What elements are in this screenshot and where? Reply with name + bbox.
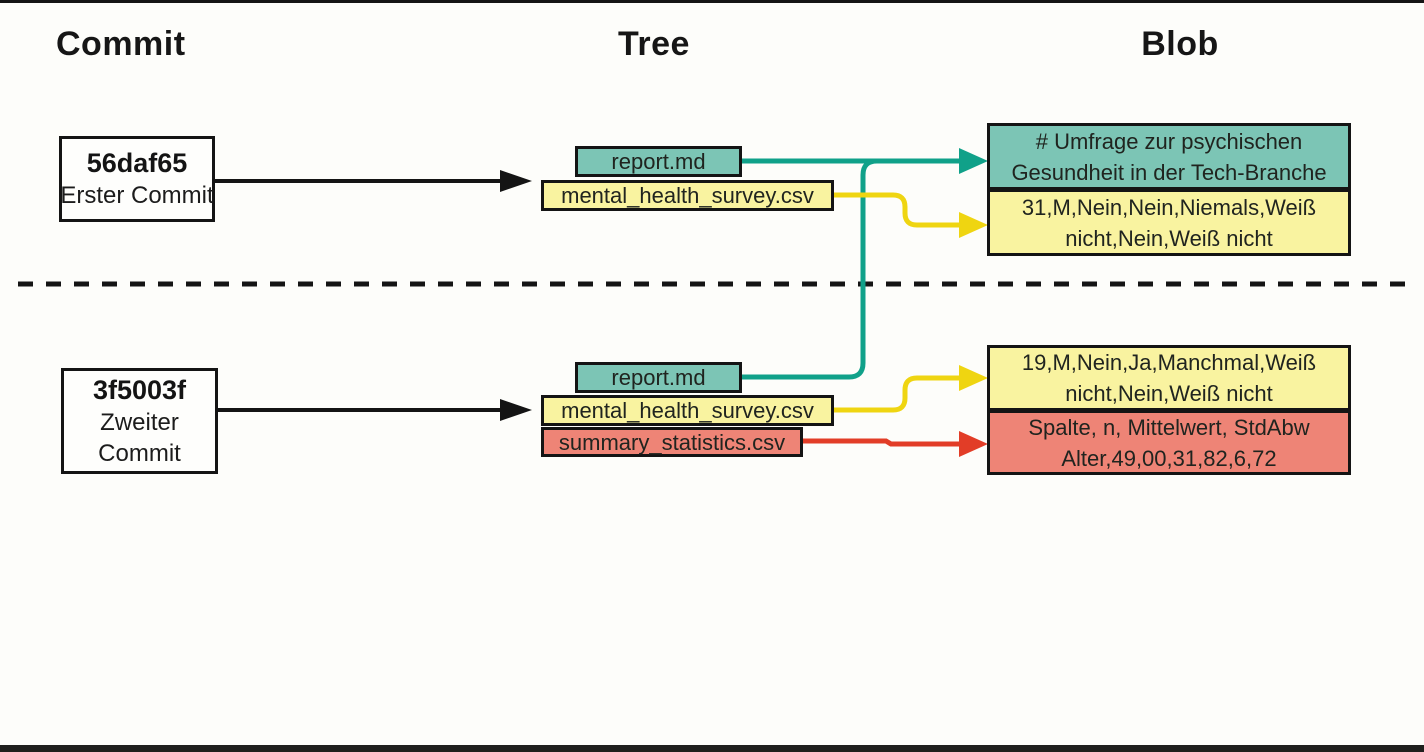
blob-report-line2: Gesundheit in der Tech-Branche [1011,159,1327,185]
tree2-entry-mental-health-survey-csv: mental_health_survey.csv [541,395,834,426]
connector-tree1-survey-to-blob [831,192,962,228]
blob-survey-v1-content: 31,M,Nein,Nein,Niemals,Weiß nicht,Nein,W… [987,189,1351,256]
connector-tree2-stats-to-blob [800,438,962,447]
arrowhead-survey1-blob [959,212,988,238]
connector-tree2-report-to-blob [739,158,962,380]
commit-1-label: Erster Commit [60,182,214,209]
tree1-entry-report-md: report.md [575,146,742,177]
commit-1-hash: 56daf65 [86,148,188,178]
tree-column-heading: Tree [618,25,690,63]
tree2-entry-report-md: report.md [575,362,742,393]
arrowhead-commit1-to-tree1 [500,170,532,192]
blob-survey2-line2: nicht,Nein,Weiß nicht [1065,381,1273,406]
tree2-entry-summary-statistics-csv: summary_statistics.csv [541,427,803,457]
blob-survey2-line1: 19,M,Nein,Ja,Manchmal,Weiß [1021,350,1317,375]
blob-summary-statistics-content: Spalte, n, Mittelwert, StdAbw Alter,49,0… [987,410,1351,475]
bottom-edge-strip [0,745,1424,752]
tree1-entry-mental-health-survey-csv: mental_health_survey.csv [541,180,834,211]
arrowhead-commit2-to-tree2 [500,399,532,421]
blob-survey1-line2: nicht,Nein,Weiß nicht [1065,225,1273,251]
commit-column-heading: Commit [56,25,186,63]
connector-tree2-survey-to-blob [831,375,962,413]
arrowhead-report-blob [959,148,988,174]
blob-report-md-content: # Umfrage zur psychischen Gesundheit in … [987,123,1351,190]
blob-report-line1: # Umfrage zur psychischen [1035,128,1303,154]
arrowhead-stats-blob [959,431,988,457]
blob-stats-line1: Spalte, n, Mittelwert, StdAbw [1028,414,1310,440]
blob-survey1-line1: 31,M,Nein,Nein,Niemals,Weiß [1021,194,1317,220]
commit-2-hash: 3f5003f [92,374,187,405]
commit-box-1: 56daf65 Erster Commit [59,136,215,222]
blob-stats-line2: Alter,49,00,31,82,6,72 [1061,445,1277,471]
top-edge-strip [0,0,1424,3]
blob-column-heading: Blob [1141,25,1219,63]
arrowhead-survey2-blob [959,365,988,391]
commit-box-2: 3f5003f Zweiter Commit [61,368,218,474]
blob-survey-v2-content: 19,M,Nein,Ja,Manchmal,Weiß nicht,Nein,We… [987,345,1351,411]
commit-2-label-line1: Zweiter [100,408,179,436]
commit-2-label-line2: Commit [98,439,181,467]
